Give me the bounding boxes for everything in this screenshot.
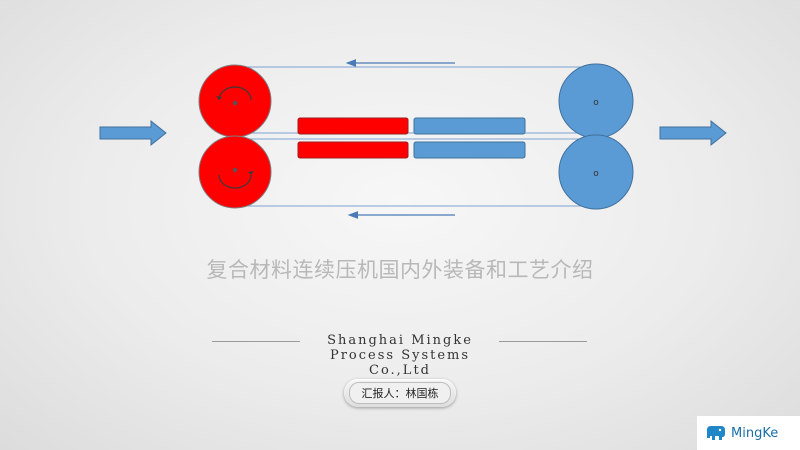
blue-platen-upper [413,117,526,135]
elephant-logo-icon [707,426,725,440]
output-arrow-icon [659,119,727,147]
reporter-button[interactable]: 汇报人：林国栋 [344,379,456,407]
rotation-arc-icon [218,86,252,101]
divider-left [212,341,300,342]
input-arrow-icon [99,119,167,147]
divider-right [499,341,587,342]
roller-center-mark: o [593,98,599,108]
belt-lines [235,66,596,207]
roller-center-mark: o [593,169,599,179]
axle-icon [232,100,238,106]
company-line-1: Shanghai Mingke [327,333,473,348]
red-platen-lower [297,141,409,159]
company-name: Shanghai Mingke Process Systems Co.,Ltd [310,333,490,378]
blue-roller-bottom: o [558,134,634,210]
red-platen-upper [297,117,409,135]
red-roller-bottom [198,135,272,209]
reporter-label: 汇报人：林国栋 [349,382,451,404]
logo-text: MingKe [731,425,779,441]
page-title: 复合材料连续压机国内外装备和工艺介绍 [206,258,594,282]
rotation-arc-icon [218,174,252,189]
belt-direction-arrows [345,59,455,219]
blue-roller-top: o [558,63,634,139]
company-line-3: Co.,Ltd [369,363,431,378]
press-platens [297,117,526,159]
blue-platen-lower [413,141,526,159]
axle-icon [232,167,238,173]
feed-arrows [99,119,727,147]
brand-logo: MingKe [697,416,800,450]
red-roller-top [198,64,272,138]
company-line-2: Process Systems [329,348,471,363]
